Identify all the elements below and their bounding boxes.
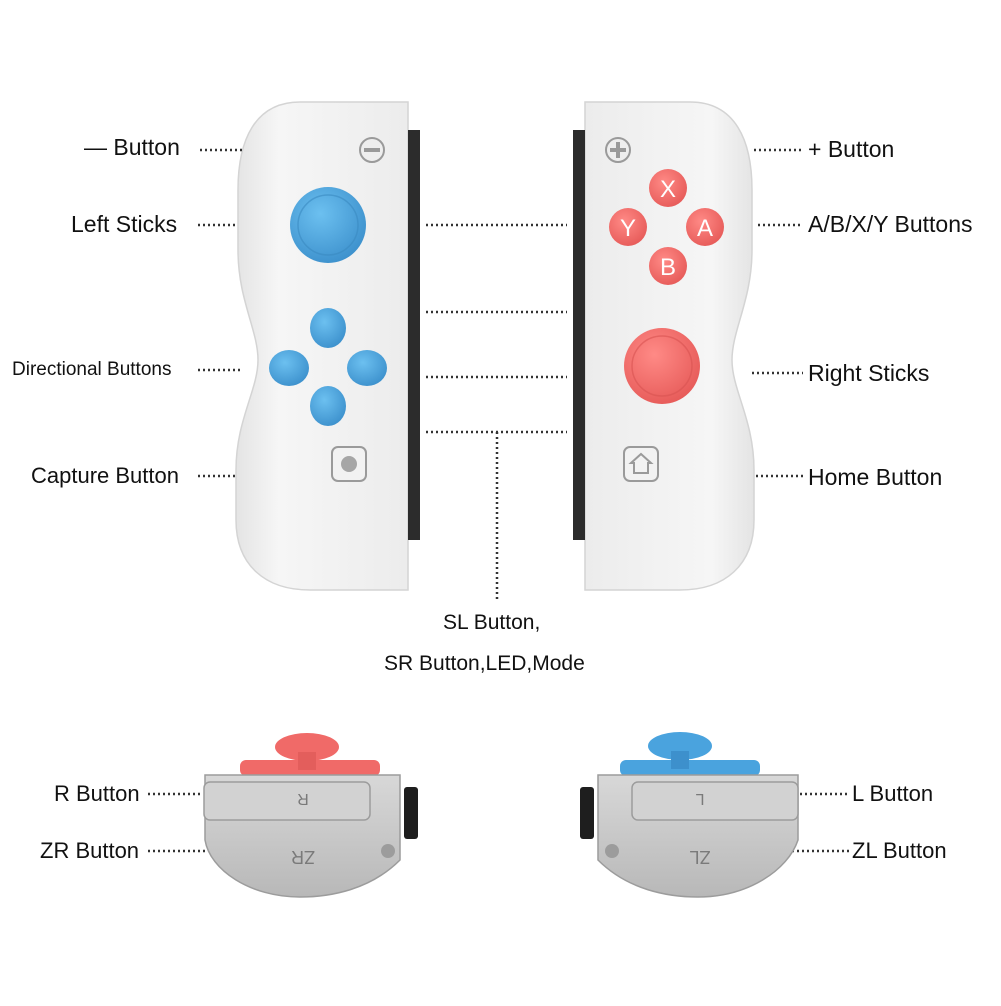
l-plate <box>631 781 799 821</box>
label-home-button: Home Button <box>808 464 943 490</box>
y-button-letter: Y <box>620 215 636 242</box>
label-plus-button: + Button <box>808 136 895 162</box>
a-button-icon <box>686 208 724 246</box>
r-stick-top-icon <box>275 733 339 761</box>
b-button-letter: B <box>660 254 676 281</box>
label-sl-button: SL Button, <box>443 611 541 634</box>
label-capture-button: Capture Button <box>31 463 179 488</box>
label-sr-led-mode: SR Button,LED,Mode <box>384 652 585 675</box>
r-plate <box>203 781 371 821</box>
dpad-right-icon <box>347 350 387 386</box>
label-l-button: L Button <box>852 781 934 806</box>
l-rail-dark <box>580 787 594 839</box>
right-stick-ring <box>631 335 693 397</box>
label-minus-button: — Button <box>84 134 180 160</box>
x-button-icon <box>649 169 687 207</box>
a-button-letter: A <box>697 215 713 242</box>
y-button-icon <box>609 208 647 246</box>
l-stick-stem <box>671 751 689 769</box>
left-stick-icon <box>290 187 366 263</box>
right-joycon-rail <box>573 130 585 540</box>
capture-dot <box>341 456 357 472</box>
plus-sign-v <box>616 142 620 158</box>
minus-sign <box>364 148 380 152</box>
home-button-icon <box>623 446 659 482</box>
label-left-sticks: Left Sticks <box>71 211 178 237</box>
leader-lines <box>148 148 850 853</box>
dpad-left-icon <box>269 350 309 386</box>
r-mark: R <box>297 790 309 807</box>
label-zl-button: ZL Button <box>852 838 947 863</box>
label-r-button: R Button <box>54 781 140 806</box>
r-stick-stem <box>298 752 316 770</box>
label-right-sticks: Right Sticks <box>808 360 930 386</box>
l-stick-top-icon <box>648 732 712 760</box>
b-button-icon <box>649 247 687 285</box>
label-abxy-buttons: A/B/X/Y Buttons <box>808 211 973 237</box>
zl-mark: ZL <box>689 847 710 867</box>
r-side-dot <box>381 844 395 858</box>
left-joycon <box>235 101 420 591</box>
right-stick-icon <box>624 328 700 404</box>
label-zr-button: ZR Button <box>40 838 140 863</box>
dpad-up-icon <box>310 308 346 348</box>
left-stick-ring <box>297 194 359 256</box>
dpad-down-icon <box>310 386 346 426</box>
right-shoulder-view: R ZR <box>203 733 418 898</box>
home-house-icon <box>628 452 654 474</box>
r-rail-dark <box>404 787 418 839</box>
left-shoulder-view: L ZL <box>580 732 799 898</box>
l-side-buttons <box>620 760 760 776</box>
l-side-dot <box>605 844 619 858</box>
x-button-letter: X <box>660 176 676 203</box>
zr-mark: ZR <box>291 847 315 867</box>
right-joycon: X Y A B <box>573 101 755 591</box>
label-directional-buttons: Directional Buttons <box>12 359 172 380</box>
l-mark: L <box>695 790 704 807</box>
left-joycon-rail <box>408 130 420 540</box>
